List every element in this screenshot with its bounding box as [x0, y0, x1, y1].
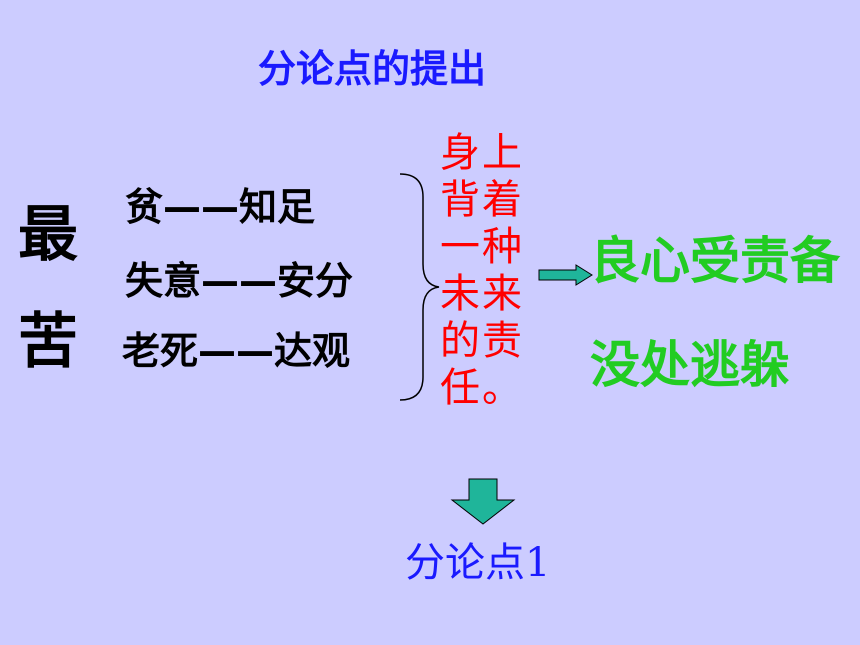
brace-icon [399, 173, 440, 401]
vertical-text: 身上背着一种未来的责任。 [440, 130, 524, 411]
result-conscience: 良心受责备 [590, 232, 840, 290]
arrow-right-icon [538, 264, 593, 286]
item-frustration: 失意——安分 [125, 259, 354, 303]
sub-point-label: 分论点1 [405, 540, 551, 586]
item-poverty: 贫——知足 [125, 185, 316, 229]
arrow-down-icon [450, 478, 516, 525]
big-char-ku: 苦 [18, 307, 78, 377]
slide-title: 分论点的提出 [258, 47, 487, 91]
big-char-zui: 最 [18, 200, 78, 270]
result-no-escape: 没处逃躲 [590, 336, 790, 394]
item-death: 老死——达观 [122, 329, 351, 373]
